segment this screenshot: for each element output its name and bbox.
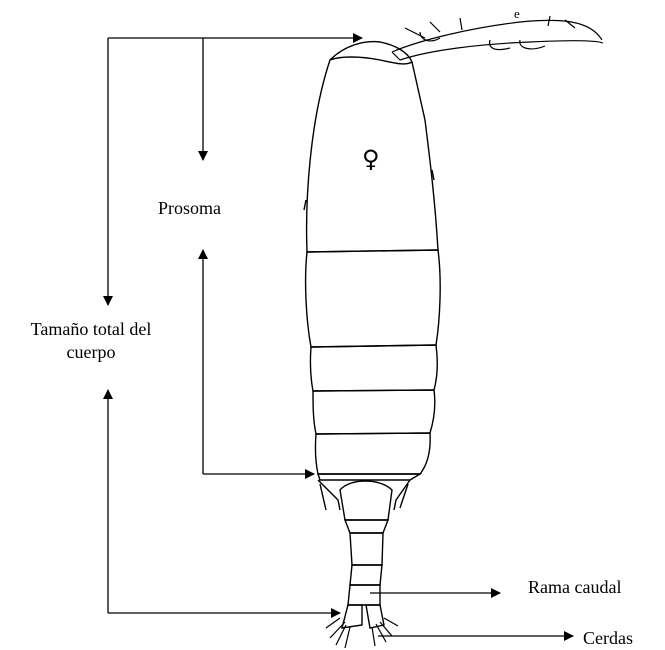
prosoma-label: Prosoma [158, 197, 221, 220]
rama-caudal-label: Rama caudal [528, 576, 621, 599]
dimension-arrows [108, 38, 573, 636]
antenna: e [392, 6, 603, 60]
svg-text:e: e [514, 6, 520, 21]
urosome [318, 480, 410, 628]
cerdas-label: Cerdas [583, 627, 633, 650]
total-size-label-line1: Tamaño total del [6, 318, 176, 341]
body-segments [306, 250, 441, 480]
total-size-label: Tamaño total del cuerpo [6, 318, 176, 365]
total-size-label-line2: cuerpo [6, 341, 176, 364]
female-symbol: ♀ [362, 147, 380, 171]
